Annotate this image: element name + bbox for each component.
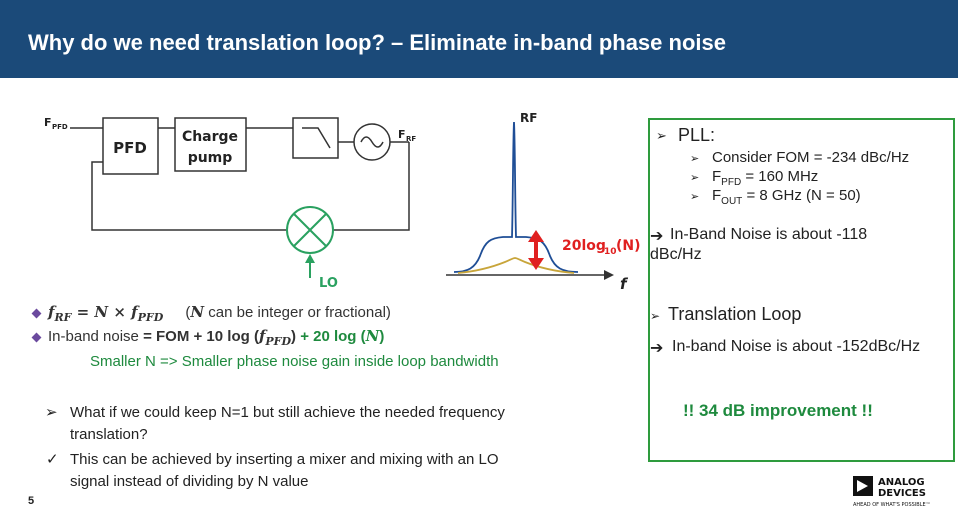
frequency-equation: fRF = N × fPFD (N can be integer or frac… xyxy=(48,303,391,324)
phase-noise-spectrum: f RF 20log 10 (N) xyxy=(446,111,641,293)
analog-devices-logo: ANALOG DEVICES AHEAD OF WHAT'S POSSIBLE™ xyxy=(852,474,952,513)
gain-label: 20log 10 (N) xyxy=(562,238,641,257)
fpfd-label: F PFD xyxy=(44,116,68,131)
arrow-bullet-icon: ➢ xyxy=(45,404,58,421)
bullet-diamond-icon xyxy=(31,332,42,343)
feedback-path xyxy=(333,142,410,231)
frf-label: F RF xyxy=(398,128,416,143)
arrow-bullet-icon: ➢ xyxy=(656,128,667,143)
fpfd-item: FPFD = 160 MHz xyxy=(712,168,819,188)
arrow-bullet-icon: ➢ xyxy=(690,172,700,184)
summary-box: ➢ PLL: ➢ Consider FOM = -234 dBc/Hz ➢ FP… xyxy=(648,118,955,462)
loop-filter-block xyxy=(292,117,339,159)
improvement-callout: !! 34 dB improvement !! xyxy=(683,401,873,420)
svg-text:ANALOG: ANALOG xyxy=(878,477,925,488)
page-number: 5 xyxy=(28,495,35,507)
inband-noise-pll-1: In-Band Noise is about -118 xyxy=(670,226,868,243)
pll-noise-curve xyxy=(453,121,579,273)
inband-noise-pll-2: dBc/Hz xyxy=(650,246,702,263)
arrow-bullet-icon: ➢ xyxy=(690,191,700,203)
smaller-n-note: Smaller N => Smaller phase noise gain in… xyxy=(90,353,499,370)
right-arrow-icon: ➔ xyxy=(650,228,664,245)
svg-text:20log: 20log xyxy=(562,238,606,254)
fom-item: Consider FOM = -234 dBc/Hz xyxy=(712,149,910,166)
rf-peak-label: RF xyxy=(520,111,537,125)
checkmark-icon: ✓ xyxy=(46,451,59,468)
svg-text:AHEAD OF WHAT'S POSSIBLE™: AHEAD OF WHAT'S POSSIBLE™ xyxy=(853,502,931,508)
charge-pump-block xyxy=(174,117,247,172)
answer-bullet: ✓ This can be achieved by inserting a mi… xyxy=(46,451,499,490)
svg-text:(N): (N) xyxy=(616,238,641,254)
arrow-bullet-icon: ➢ xyxy=(690,153,700,165)
lowpass-icon xyxy=(302,127,331,149)
inband-noise-translation: In-band Noise is about -152dBc/Hz xyxy=(672,338,921,355)
svg-text:RF: RF xyxy=(406,135,416,143)
charge-pump-label-2: pump xyxy=(188,150,233,166)
lo-label: LO xyxy=(319,276,338,291)
analog-devices-logo-icon: ANALOG DEVICES AHEAD OF WHAT'S POSSIBLE™ xyxy=(853,476,931,508)
svg-text:F: F xyxy=(398,128,406,141)
title-bar: Why do we need translation loop? – Elimi… xyxy=(0,0,958,78)
fout-item: FOUT = 8 GHz (N = 50) xyxy=(712,187,861,207)
charge-pump-label-1: Charge xyxy=(182,129,238,145)
slide-title: Why do we need translation loop? – Elimi… xyxy=(28,30,726,55)
inband-noise-equation: In-band noise = FOM + 10 log (fPFD) + 20… xyxy=(48,327,385,348)
svg-text:DEVICES: DEVICES xyxy=(878,488,926,499)
svg-text:10: 10 xyxy=(604,247,617,257)
translation-loop-heading: Translation Loop xyxy=(668,304,802,324)
bullet-diamond-icon xyxy=(31,308,42,319)
question-bullet: ➢ What if we could keep N=1 but still ac… xyxy=(45,404,505,443)
pll-heading: PLL: xyxy=(678,125,716,145)
svg-text:F: F xyxy=(44,116,52,129)
sine-wave-icon xyxy=(360,136,384,148)
pfd-label: PFD xyxy=(113,139,147,157)
right-arrow-icon: ➔ xyxy=(650,340,664,357)
svg-text:PFD: PFD xyxy=(52,123,68,131)
arrow-bullet-icon: ➢ xyxy=(650,309,661,323)
frequency-axis-label: f xyxy=(620,275,629,293)
pfd-block xyxy=(102,117,159,175)
